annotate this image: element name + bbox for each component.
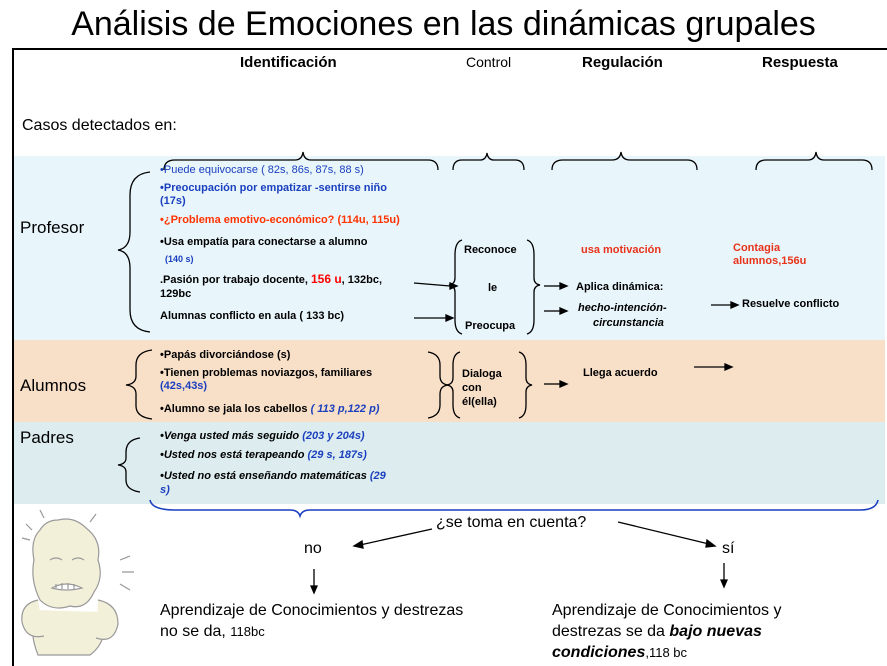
padres-label: Padres (20, 428, 74, 447)
bracket-control-right (526, 239, 541, 335)
control-reconoce: Reconoce (464, 244, 517, 256)
bracket-dialoga-left (446, 351, 461, 419)
regulacion-motivacion: usa motivación (581, 244, 662, 256)
profesor-item-6: Alumnas conflicto en aula ( 133 bc) (160, 310, 344, 322)
padres-band (14, 422, 885, 504)
regulacion-hecho: hecho-intención- (578, 302, 667, 314)
alumnos-band (14, 340, 885, 422)
profesor-band (14, 156, 885, 340)
padres-item-3: •Usted no está enseñando matemáticas (29… (160, 470, 386, 496)
brace-respuesta (755, 151, 873, 171)
control-dialoga: Dialoga con él(ella) (462, 368, 502, 408)
regulacion-aplica: Aplica dinámica: (576, 281, 664, 293)
profesor-item-4-ref: (140 s) (165, 254, 194, 264)
brace-regulacion (551, 151, 698, 171)
header-control: Control (466, 54, 512, 70)
profesor-item-1: •Puede equivocarse ( 82s, 86s, 87s, 88 s… (160, 164, 364, 176)
question-text: ¿se toma en cuenta? (436, 514, 587, 531)
alumnos-item-2: •Tienen problemas noviazgos, familiares … (160, 367, 373, 392)
outcome-si: Aprendizaje de Conocimientos y destrezas… (552, 602, 782, 661)
brace-profesor (117, 171, 151, 333)
header-regulacion: Regulación (582, 54, 663, 71)
control-preocupa: Preocupa (465, 320, 516, 332)
diagram-frame (12, 48, 887, 666)
brace-padres (117, 437, 141, 493)
answer-si: sí (722, 540, 735, 557)
profesor-item-5: .Pasión por trabajo docente, 156 u, 132b… (160, 272, 383, 300)
regulacion-acuerdo: Llega acuerdo (583, 367, 658, 379)
answer-no: no (304, 540, 322, 557)
padres-item-2: •Usted nos está terapeando (29 s, 187s) (160, 449, 367, 461)
casos-label: Casos detectados en: (22, 117, 177, 134)
outcome-no: Aprendizaje de Conocimientos y destrezas… (160, 602, 464, 640)
profesor-label: Profesor (20, 218, 85, 237)
header-respuesta: Respuesta (762, 54, 838, 71)
header-identificacion: Identificación (240, 54, 337, 71)
alumnos-label: Alumnos (20, 376, 87, 395)
bracket-dialoga-right (518, 351, 533, 419)
bracket-control-left (448, 239, 463, 335)
respuesta-contagia: Contagia alumnos,156u (733, 242, 807, 267)
regulacion-circunstancia: circunstancia (593, 317, 664, 329)
brace-bottom (149, 499, 879, 519)
alumnos-item-3: •Alumno se jala los cabellos ( 113 p,122… (160, 403, 380, 415)
padres-item-1: •Venga usted más seguido (203 y 204s) (160, 430, 365, 442)
brace-control (452, 152, 525, 171)
profesor-item-2: •Preocupación por empatizar -sentirse ni… (160, 182, 387, 207)
brace-alumnos (125, 349, 153, 420)
page-title: Análisis de Emociones en las dinámicas g… (71, 5, 816, 43)
brace-identificacion (163, 151, 439, 171)
control-le: le (488, 282, 498, 294)
alumnos-item-1: •Papás divorciándose (s) (160, 349, 291, 361)
profesor-item-4: •Usa empatía para conectarse a alumno (160, 236, 368, 248)
profesor-item-3: •¿Problema emotivo-económico? (114u, 115… (160, 214, 400, 226)
respuesta-resuelve: Resuelve conflicto (742, 298, 840, 310)
